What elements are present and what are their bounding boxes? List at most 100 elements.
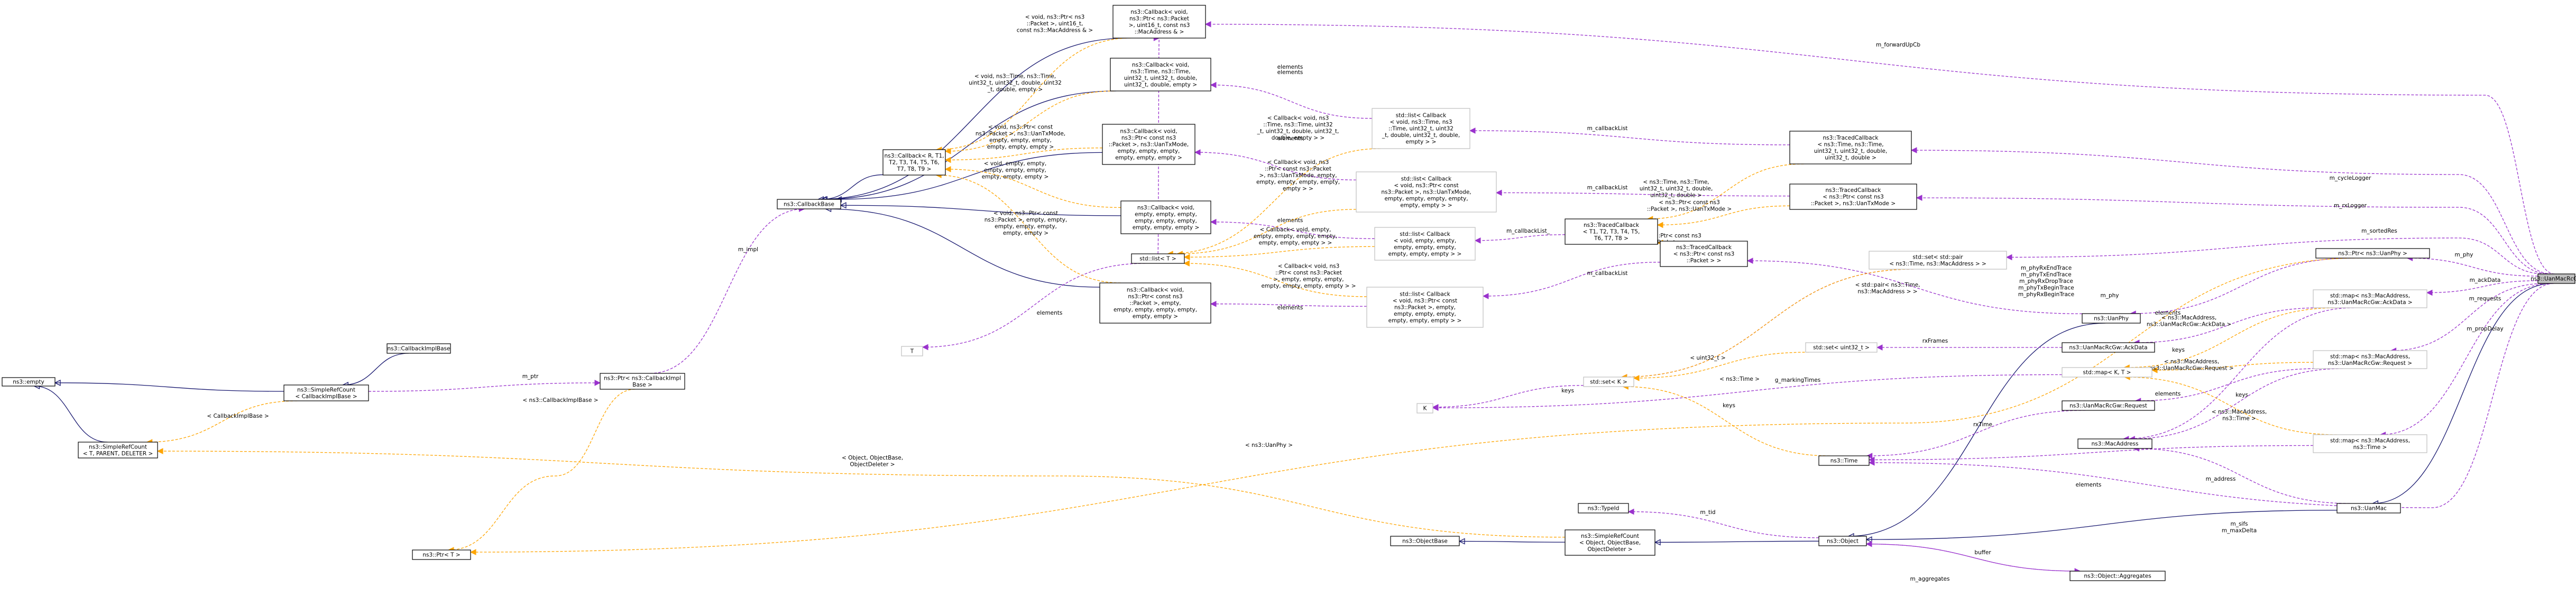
node-tcb-cycle[interactable]: ns3::TracedCallback< ns3::Time, ns3::Tim… [1789,131,1912,164]
node-typeid[interactable]: ns3::TypeId [1578,503,1629,514]
node-uanmacrcgw[interactable]: ns3::UanMacRcGw [2531,273,2576,284]
edge-label: m_callbackList [1587,185,1628,191]
edge-label: uint32_t, uint32_t, double, [1640,186,1713,192]
node-label: empty, empty, empty, [1135,211,1197,217]
edge-label: < void, ns3::Ptr< ns3 [1025,14,1085,21]
node-aggregates[interactable]: ns3::Object::Aggregates [2069,571,2166,581]
node-label: empty > > [1406,139,1437,145]
node-cb-fwd[interactable]: ns3::Callback< void,ns3::Ptr< ns3::Packe… [1112,5,1206,39]
edge-line [2372,283,2553,503]
edge-label: < ns3::Ptr< const ns3 [1659,199,1720,206]
node-object[interactable]: ns3::Object [1818,536,1867,546]
edge-label: _t, double, empty > [987,87,1043,93]
node-list-txmode[interactable]: std::list< Callback< void, ns3::Ptr< con… [1356,171,1497,213]
edge-line [650,209,804,374]
node-label: ns3::MacAddress [2092,441,2139,447]
node-label: ns3::UanMacRcGw [2531,276,2576,282]
edge-label: empty, empty, empty > [982,174,1049,180]
edge-line [1917,198,2550,274]
node-box [2336,503,2401,514]
node-label: ns3::TracedCallback [1584,222,1640,228]
node-map-time[interactable]: std::map< ns3::MacAddress,ns3::Time > [2313,434,2427,453]
node-srcount-tpl[interactable]: ns3::SimpleRefCount< T, PARENT, DELETER … [78,442,158,459]
edge-label: < Object, ObjectBase, [842,455,903,461]
node-set-uint[interactable]: std::set< uint32_t > [1805,342,1878,353]
node-box [1374,227,1476,261]
node-tcb-pkt[interactable]: ns3::TracedCallback< ns3::Ptr< const ns3… [1660,241,1748,267]
edge-e-phy: m_phy [2407,252,2538,277]
edge-label: m_phyTxBeginTrace [2018,285,2074,291]
edge-line [2124,377,2337,435]
node-cib[interactable]: ns3::CallbackImplBase [387,343,451,354]
edge-label: m_requests [2469,296,2501,302]
node-list-t[interactable]: std::list< T > [1131,253,1185,264]
node-label: ns3::SimpleRefCount [297,387,355,393]
edge-label: ::Ptr< const ns3::Packet [1275,270,1342,276]
node-map-tpl[interactable]: std::map< K, T > [2062,367,2152,378]
node-label: std::list< T > [1139,256,1176,262]
edge-label: elements [2155,310,2181,316]
node-ptr-uanphy[interactable]: ns3::Ptr< ns3::UanPhy > [2315,248,2430,259]
edge-label: ns3::Time > [2222,415,2256,421]
node-list-pkt[interactable]: std::list< Callback< void, ns3::Ptr< con… [1366,287,1484,328]
edge-inh-cbempty-base [841,205,1121,216]
node-tcb-tpl[interactable]: ns3::TracedCallback< T1, T2, T3, T4, T5,… [1565,218,1658,245]
node-cbbase[interactable]: ns3::CallbackBase [777,199,841,209]
node-label: < T, PARENT, DELETER > [83,451,153,457]
edge-line [1866,510,2338,539]
node-ptr-cib[interactable]: ns3::Ptr< ns3::CallbackImplBase > [600,373,685,390]
edge-line [1177,209,1357,254]
edge-label: m_tid [1700,509,1715,516]
edge-line [2007,237,2545,274]
node-tcb-txmode[interactable]: ns3::TracedCallback< ns3::Ptr< const ns3… [1789,184,1917,210]
node-label: uint32_t, double, empty > [1124,81,1197,88]
node-box [2,377,56,387]
node-T[interactable]: T [901,346,923,356]
edge-line [945,90,1115,151]
node-label: < ns3::Ptr< const ns3 [1673,251,1735,258]
node-ackdata[interactable]: ns3::UanMacRcGw::AckData [2062,342,2155,353]
node-request[interactable]: ns3::UanMacRcGw::Request [2062,400,2155,411]
edge-t-list-pkt: < Callback< void, ns3::Ptr< const ns3::P… [1184,263,1367,297]
node-cb-cycle[interactable]: ns3::Callback< void,ns3::Time, ns3::Time… [1110,58,1211,91]
node-cb-tpl[interactable]: ns3::Callback< R, T1,T2, T3, T4, T5, T6,… [882,149,946,176]
node-label: ns3::Callback< R, T1, [885,153,944,159]
edge-label: < ns3::CallbackImplBase > [522,397,598,404]
edge-label: m_callbackList [1587,270,1628,277]
node-uanmac[interactable]: ns3::UanMac [2336,503,2401,514]
edge-e-tid: m_tid [1629,509,1819,538]
edge-line [158,451,1566,538]
node-cb-pkt[interactable]: ns3::Callback< void,ns3::Ptr< const ns3:… [1099,282,1211,324]
node-label: < ns3::Time, ns3::MacAddress > > [1889,261,1986,267]
edge-e-phytraces: m_phyRxEndTracem_phyTxEndTracem_phyRxDro… [1747,261,2083,314]
node-list-empty[interactable]: std::list< Callback< void, empty, empty,… [1374,227,1476,261]
node-label: std::list< Callback [1400,291,1450,298]
node-uanphy[interactable]: ns3::UanPhy [2082,313,2141,324]
node-K[interactable]: K [1416,403,1433,414]
node-cb-txmode[interactable]: ns3::Callback< void,ns3::Ptr< const ns3:… [1102,124,1195,165]
node-objectbase[interactable]: ns3::ObjectBase [1390,536,1460,546]
edge-label: keys [1723,402,1735,409]
node-time[interactable]: ns3::Time [1818,455,1870,466]
node-cb-empty[interactable]: ns3::Callback< void,empty, empty, empty,… [1120,200,1211,234]
node-map-req[interactable]: std::map< ns3::MacAddress,ns3::UanMacRcG… [2313,350,2427,369]
edge-inh-cbtpl-base [821,174,884,199]
node-empty[interactable]: ns3::empty [2,377,56,387]
node-srcount-cib[interactable]: ns3::SimpleRefCount< CallbackImplBase > [283,384,369,401]
edge-inh-srcountcib-empty [55,383,284,392]
node-map-ack[interactable]: std::map< ns3::MacAddress,ns3::UanMacRcG… [2313,289,2427,308]
node-ptr-t[interactable]: ns3::Ptr< T > [412,549,471,560]
node-macaddr[interactable]: ns3::MacAddress [2077,438,2152,449]
edge-line [1483,262,1661,296]
node-set-pair[interactable]: std::set< std::pair< ns3::Time, ns3::Mac… [1869,251,2007,270]
node-srcount-obj[interactable]: ns3::SimpleRefCount< Object, ObjectBase,… [1565,529,1655,556]
node-set-tpl[interactable]: std::set< K > [1583,377,1634,387]
node-box [1112,5,1206,39]
node-box [2069,571,2166,581]
node-list-cycle[interactable]: std::list< Callback< void, ns3::Time, ns… [1372,108,1470,149]
node-box [600,373,685,390]
edge-line [1167,148,1381,254]
node-box [1789,184,1917,210]
edge-label: keys [1561,388,1574,394]
